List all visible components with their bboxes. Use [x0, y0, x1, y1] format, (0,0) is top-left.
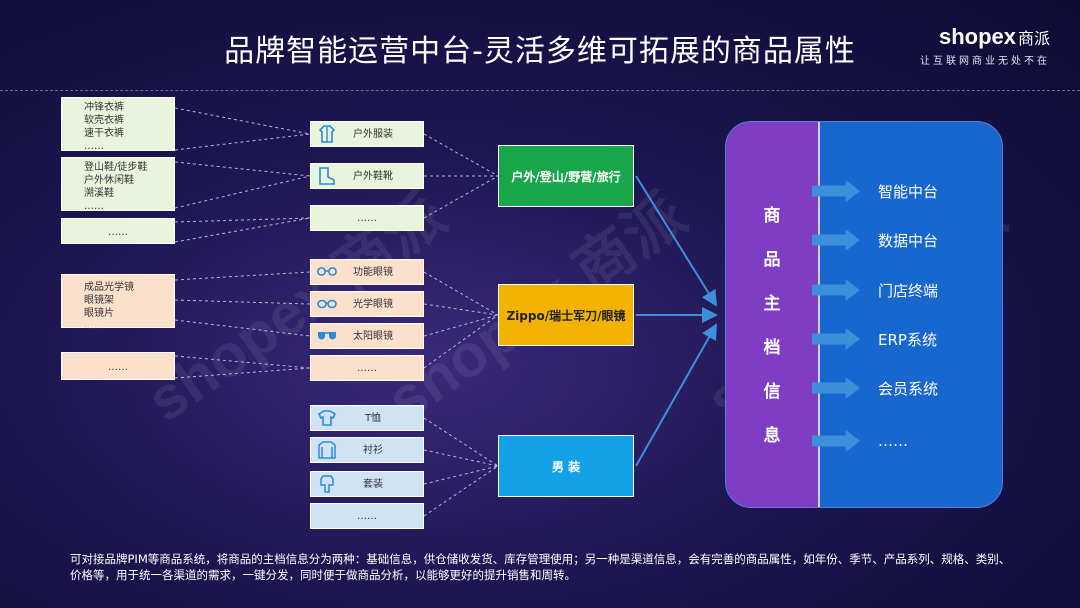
subcategory-shirt: 衬衫 [310, 437, 424, 463]
source-box-eyewear: 成品光学镜眼镜架眼镜片…… [61, 274, 175, 332]
master-data-panel: 商 品 主 档 信 息 智能中台 数据中台 门店终端 ERP系统 会员系统 …… [725, 121, 1003, 508]
page-title: 品牌智能运营中台-灵活多维可拓展的商品属性 [224, 34, 856, 69]
tshirt-icon [317, 408, 337, 428]
subcategory-more: …… [310, 205, 424, 231]
system-item: ERP系统 [812, 327, 937, 351]
header-divider [0, 90, 1080, 91]
subcategory-outdoor-apparel: 户外服装 [310, 121, 424, 147]
category-outdoor: 户外/登山/野营/旅行 [498, 145, 634, 207]
master-title-column [726, 122, 818, 507]
logo-cn: 商派 [1017, 31, 1050, 48]
source-box-outdoor-footwear: 登山鞋/徒步鞋户外休闲鞋溯溪鞋…… [61, 157, 175, 212]
jacket-icon [317, 124, 337, 144]
subcategory-outdoor-footwear: 户外鞋靴 [310, 163, 424, 189]
brand-slogan: 让互联网商业无处不在 [920, 56, 1050, 67]
subcategory-sunglasses: 太阳眼镜 [310, 323, 424, 349]
boot-icon [317, 166, 337, 186]
source-box-outdoor-apparel: 冲锋衣裤软壳衣裤速干衣裤…… [61, 97, 175, 152]
logo-text: shopex [938, 24, 1016, 49]
suit-icon [317, 474, 337, 494]
right-arrow-icon [812, 328, 860, 350]
system-item: 智能中台 [812, 179, 938, 203]
right-arrow-icon [812, 279, 860, 301]
master-title: 商 品 主 档 信 息 [763, 206, 781, 446]
source-box-more: …… [61, 352, 175, 380]
system-item: 数据中台 [812, 228, 938, 252]
right-arrow-icon [812, 229, 860, 251]
subcategory-more: …… [310, 355, 424, 381]
glasses-icon [317, 294, 337, 314]
right-arrow-icon [812, 377, 860, 399]
subcategory-optical-glasses: 光学眼镜 [310, 291, 424, 317]
category-zippo: Zippo/瑞士军刀/眼镜 [498, 284, 634, 346]
sunglasses-icon [317, 326, 337, 346]
right-arrow-icon [812, 180, 860, 202]
subcategory-suit: 套装 [310, 471, 424, 497]
subcategory-functional-glasses: 功能眼镜 [310, 259, 424, 285]
system-item: 会员系统 [812, 376, 938, 400]
shirt-icon [317, 440, 337, 460]
system-item: …… [812, 429, 908, 453]
subcategory-more: …… [310, 503, 424, 529]
right-arrow-icon [812, 430, 860, 452]
master-divider [818, 122, 820, 507]
goggles-icon [317, 262, 337, 282]
system-item: 门店终端 [812, 278, 938, 302]
footnote: 可对接品牌PIM等商品系统，将商品的主档信息分为两种：基础信息，供仓储收发货、库… [70, 552, 1011, 582]
subcategory-tshirt: T恤 [310, 405, 424, 431]
category-menswear: 男 装 [498, 435, 634, 497]
source-box-more: …… [61, 218, 175, 244]
